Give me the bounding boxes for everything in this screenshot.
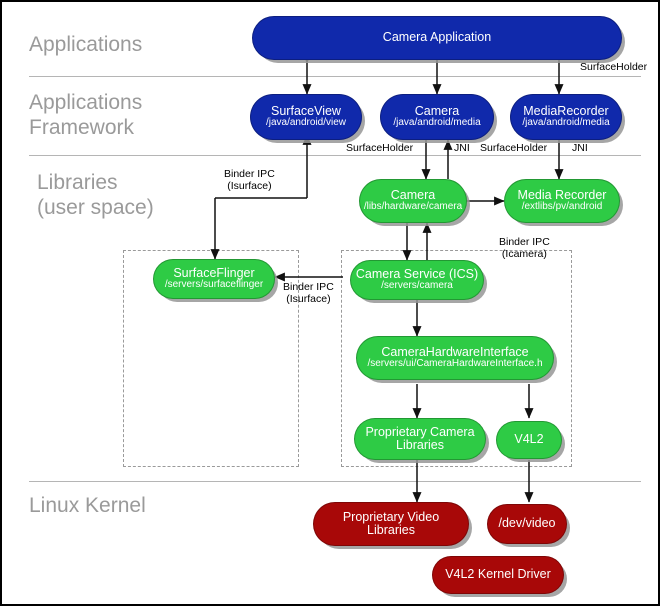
node-camera-service[interactable]: Camera Service (ICS) /servers/camera [350, 260, 484, 300]
edge-label-binder-ipc-isurface-bottom-line2: (Isurface) [286, 293, 331, 305]
node-camera-hardware-interface-title: CameraHardwareInterface [381, 345, 529, 360]
edge-label-binder-ipc-isurface-bottom-line1: Binder IPC [283, 281, 334, 293]
edge-label-binder-ipc-isurface-bottom: Binder IPC (Isurface) [283, 281, 334, 305]
node-media-recorder-lib[interactable]: Media Recorder /extlibs/pv/android [504, 179, 620, 223]
node-camera-java-title: Camera [414, 104, 460, 119]
node-camera-service-title: Camera Service (ICS) [355, 267, 479, 282]
node-proprietary-video-libraries-title: Proprietary Video [342, 509, 440, 524]
node-v4l2[interactable]: V4L2 [496, 421, 562, 459]
node-camera-lib-subtitle: /libs/hardware/camera [363, 201, 463, 213]
node-mediarecorder-subtitle: /java/android/media [522, 117, 610, 129]
node-proprietary-camera-libraries-title: Proprietary Camera [365, 424, 475, 439]
node-media-recorder-lib-subtitle: /extlibs/pv/android [521, 201, 603, 213]
edge-label-binder-ipc-isurface-top-line1: Binder IPC [224, 168, 275, 180]
node-camera-application-title: Camera Application [382, 30, 492, 45]
node-mediarecorder-title: MediaRecorder [523, 104, 609, 119]
node-camera-application[interactable]: Camera Application [252, 16, 622, 60]
node-dev-video[interactable]: /dev/video [487, 504, 567, 544]
edge-label-surfaceholder-mediarecorder: SurfaceHolder [480, 142, 548, 154]
node-camera-java-subtitle: /java/android/media [393, 117, 481, 129]
dashed-group-camera-service [341, 250, 572, 467]
node-v4l2-kernel-driver-title: V4L2 Kernel Driver [445, 567, 551, 582]
node-dev-video-title: /dev/video [498, 516, 556, 531]
node-surfaceflinger-title: SurfaceFlinger [173, 266, 255, 281]
node-camera-hardware-interface[interactable]: CameraHardwareInterface /servers/ui/Came… [356, 336, 554, 380]
node-surfaceview[interactable]: SurfaceView /java/android/view [250, 94, 362, 140]
node-surfaceflinger-subtitle: /servers/surfaceflinger [164, 279, 264, 291]
node-surfaceview-title: SurfaceView [271, 104, 341, 119]
node-camera-lib[interactable]: Camera /libs/hardware/camera [359, 179, 467, 223]
divider-libraries [29, 481, 641, 482]
node-camera-service-subtitle: /servers/camera [381, 280, 453, 292]
edge-label-binder-ipc-icamera-line1: Binder IPC [499, 236, 550, 248]
edge-label-jni-mediarecorder: JNI [572, 142, 588, 154]
node-media-recorder-lib-title: Media Recorder [517, 188, 607, 203]
edge-label-surfaceholder-top: SurfaceHolder [580, 61, 648, 73]
node-mediarecorder[interactable]: MediaRecorder /java/android/media [510, 94, 622, 140]
node-surfaceflinger[interactable]: SurfaceFlinger /servers/surfaceflinger [153, 259, 275, 299]
node-proprietary-camera-libraries[interactable]: Proprietary Camera Libraries [354, 418, 486, 460]
layer-label-applications: Applications [29, 33, 143, 56]
edge-label-surfaceholder-camera: SurfaceHolder [346, 142, 414, 154]
layer-label-libraries: Libraries (user space) [37, 171, 154, 219]
edge-label-binder-ipc-isurface-top-line2: (Isurface) [227, 180, 272, 192]
node-v4l2-title: V4L2 [514, 432, 544, 447]
node-camera-java[interactable]: Camera /java/android/media [380, 94, 494, 140]
layer-label-applications-framework: Applications Framework [29, 91, 143, 139]
edge-label-binder-ipc-icamera: Binder IPC (Icamera) [499, 236, 550, 260]
layer-label-linux-kernel: Linux Kernel [29, 494, 146, 517]
node-proprietary-camera-libraries-subtitle: Libraries [396, 438, 444, 452]
edge-label-binder-ipc-icamera-line2: (Icamera) [501, 248, 547, 260]
node-surfaceview-subtitle: /java/android/view [265, 117, 347, 129]
divider-applications [29, 76, 641, 77]
edge-label-binder-ipc-isurface-top: Binder IPC (Isurface) [224, 168, 275, 192]
node-camera-lib-title: Camera [390, 188, 436, 203]
node-v4l2-kernel-driver[interactable]: V4L2 Kernel Driver [432, 556, 564, 594]
divider-applications-framework [29, 155, 641, 156]
node-proprietary-video-libraries-subtitle: Libraries [367, 523, 415, 537]
node-camera-hardware-interface-subtitle: /servers/ui/CameraHardwareInterface.h [367, 358, 543, 370]
node-proprietary-video-libraries[interactable]: Proprietary Video Libraries [313, 502, 469, 546]
edge-label-jni-camera: JNI [454, 142, 470, 154]
